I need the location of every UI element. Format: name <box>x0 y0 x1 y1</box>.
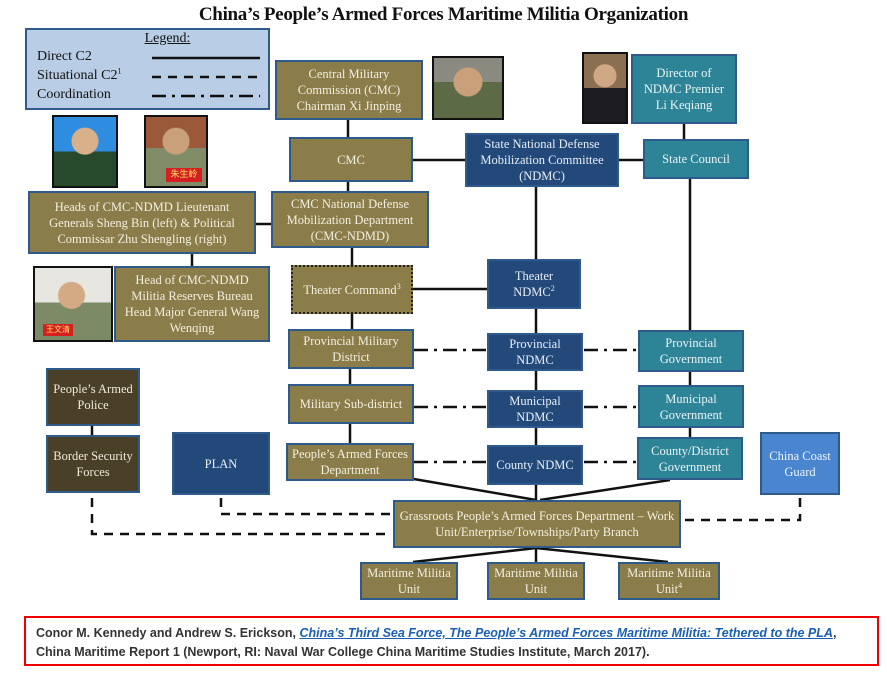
legend-item-direct-c2: Direct C2 <box>37 49 92 64</box>
legend-heading: Legend: <box>144 31 191 46</box>
node-state-ndmc[interactable]: State National Defense Mobilization Comm… <box>465 133 619 187</box>
citation-link[interactable]: China’s Third Sea Force, The People’s Ar… <box>299 626 833 640</box>
theater-command-label: Theater Command3 <box>303 281 401 297</box>
node-maritime-militia-unit-3[interactable]: Maritime Militia Unit4 <box>618 562 720 600</box>
theater-ndmc-label: Theater NDMC2 <box>513 269 555 299</box>
node-militia-reserves-bureau[interactable]: Head of CMC-NDMD Militia Reserves Bureau… <box>114 266 270 342</box>
line-countygov-grassroots <box>539 478 671 502</box>
node-theater-ndmc[interactable]: Theater NDMC2 <box>487 259 581 309</box>
node-grassroots-pafd[interactable]: Grassroots People’s Armed Forces Departm… <box>393 500 681 548</box>
node-cmc-ndmd[interactable]: CMC National Defense Mobilization Depart… <box>271 191 429 248</box>
node-director-ndmc[interactable]: Director of NDMC Premier Li Keqiang <box>631 54 737 124</box>
line-grassroots-unit1 <box>412 546 537 564</box>
node-peoples-armed-police[interactable]: People’s Armed Police <box>46 368 140 426</box>
node-cmc-chairman[interactable]: Central Military Commission (CMC) Chairm… <box>275 60 423 120</box>
node-military-subdistrict[interactable]: Military Sub-district <box>288 384 414 424</box>
node-county-ndmc[interactable]: County NDMC <box>487 445 583 485</box>
line-grassroots-unit3 <box>535 546 669 564</box>
sheng-bin-photo <box>52 115 118 188</box>
legend-line-samples <box>152 56 260 98</box>
militia-unit-3-label: Maritime Militia Unit4 <box>627 566 711 596</box>
situational-border-grassroots <box>90 498 392 536</box>
wang-wenqing-nameplate: 王文清 <box>43 324 73 336</box>
zhu-shengling-photo: 朱生岭 <box>144 115 208 188</box>
situational-plan-grassroots <box>219 498 392 516</box>
li-keqiang-photo <box>582 52 628 124</box>
xi-jinping-photo <box>432 56 504 120</box>
node-people-armed-forces-department[interactable]: People’s Armed Forces Department <box>286 443 414 481</box>
wang-wenqing-photo: 王文清 <box>33 266 113 342</box>
legend-item-coordination: Coordination <box>37 87 111 102</box>
node-theater-command[interactable]: Theater Command3 <box>291 265 413 314</box>
node-provincial-ndmc[interactable]: Provincial NDMC <box>487 333 583 371</box>
citation-authors: Conor M. Kennedy and Andrew S. Erickson, <box>36 626 300 640</box>
zhu-shengling-nameplate: 朱生岭 <box>166 168 202 182</box>
legend-item-situational-c2: Situational C21 <box>37 66 122 83</box>
node-state-council[interactable]: State Council <box>643 139 749 179</box>
node-plan[interactable]: PLAN <box>172 432 270 495</box>
node-china-coast-guard[interactable]: China Coast Guard <box>760 432 840 495</box>
line-pafd-grassroots <box>407 476 537 502</box>
diagram-title: China’s People’s Armed Forces Maritime M… <box>198 4 689 25</box>
node-provincial-government[interactable]: Provincial Government <box>638 330 744 372</box>
citation-box: Conor M. Kennedy and Andrew S. Erickson,… <box>24 616 879 666</box>
legend: Legend: Direct C2 Situational C21 Coordi… <box>25 28 270 110</box>
situational-ccg-grassroots <box>682 498 802 522</box>
citation-details: , China Maritime Report 1 (Newport, RI: … <box>36 626 837 659</box>
node-border-security-forces[interactable]: Border Security Forces <box>46 435 140 493</box>
node-heads-cmc-ndmd[interactable]: Heads of CMC-NDMD Lieutenant Generals Sh… <box>28 191 256 254</box>
node-cmc[interactable]: CMC <box>289 137 413 182</box>
node-provincial-military-district[interactable]: Provincial Military District <box>288 329 414 369</box>
node-maritime-militia-unit-1[interactable]: Maritime Militia Unit <box>360 562 458 600</box>
node-county-district-government[interactable]: County/District Government <box>637 437 743 480</box>
node-maritime-militia-unit-2[interactable]: Maritime Militia Unit <box>487 562 585 600</box>
node-municipal-government[interactable]: Municipal Government <box>638 385 744 428</box>
node-municipal-ndmc[interactable]: Municipal NDMC <box>487 390 583 428</box>
